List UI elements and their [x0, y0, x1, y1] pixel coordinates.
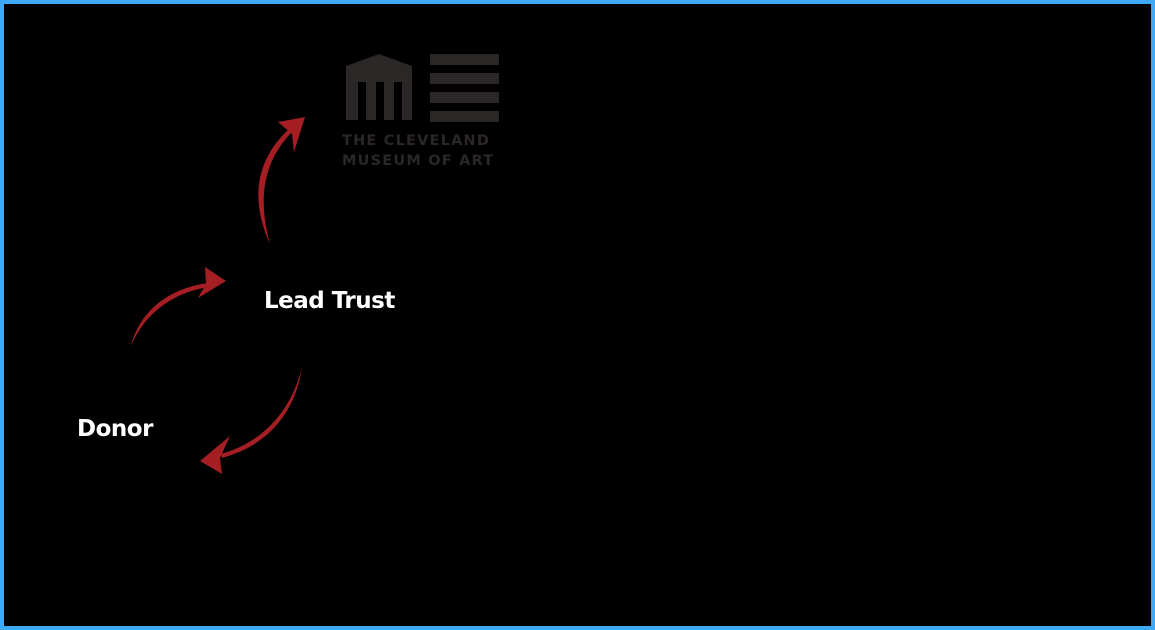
node-lead-trust: Lead Trust — [264, 288, 395, 314]
museum-building-icon — [346, 54, 499, 122]
logo-text-line1: THE CLEVELAND — [342, 133, 491, 149]
arrow-donor-to-trust-icon — [131, 267, 226, 346]
node-donor: Donor — [77, 416, 153, 442]
arrow-trust-to-museum-icon — [258, 117, 305, 244]
museum-logo: THE CLEVELAND MUSEUM OF ART — [342, 52, 502, 177]
arrow-trust-to-donor-icon — [200, 367, 302, 474]
logo-text-line2: MUSEUM OF ART — [342, 153, 495, 169]
